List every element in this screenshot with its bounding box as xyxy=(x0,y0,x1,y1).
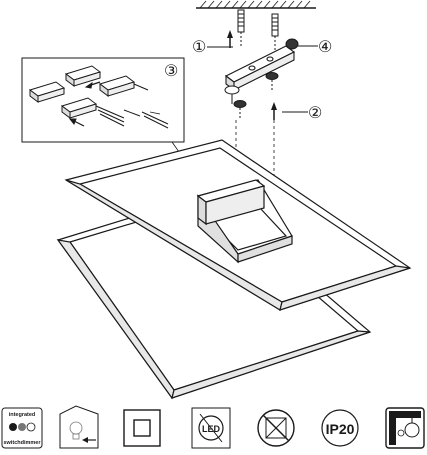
bracket-screw-right xyxy=(265,38,299,92)
mounting-surface-icon xyxy=(385,407,425,449)
terminal-block-upper xyxy=(64,65,149,97)
mounting-bracket xyxy=(224,45,296,92)
led-no-replace-icon: LED xyxy=(191,407,231,449)
integrated-label: integrated xyxy=(9,412,36,418)
callout-4-label: ④ xyxy=(318,39,332,56)
integrated-switch-dimmer-icon: integrated switchdimmer xyxy=(1,407,43,449)
bulb-arrow-icon xyxy=(59,405,99,449)
screw-dowel-left xyxy=(237,9,245,48)
ip20-rating-icon: IP20 xyxy=(321,409,359,447)
callout-4: ④ xyxy=(298,39,332,56)
ip-rating-label: IP20 xyxy=(326,421,355,437)
callout-2: ② xyxy=(271,102,322,122)
icon-row: integrated switchdimmer LED xyxy=(1,405,425,449)
ceiling-surface xyxy=(196,0,316,9)
callout-1: ① xyxy=(192,30,233,56)
do-not-cover-insulation-icon xyxy=(257,409,295,447)
ceiling-canopy xyxy=(196,179,266,226)
callout-1-label: ① xyxy=(192,39,206,56)
screw-dowel-right xyxy=(271,13,279,52)
callout-3-label: ③ xyxy=(164,63,178,80)
lower-square-frame xyxy=(56,193,372,400)
wiring-detail-inset: ③ xyxy=(21,57,185,143)
terminal-block-lower xyxy=(28,81,169,129)
double-insulation-class-ii-icon xyxy=(123,409,161,447)
callout-2-label: ② xyxy=(308,105,322,122)
bracket-screw-left xyxy=(224,85,247,118)
switchdimmer-label: switchdimmer xyxy=(4,440,42,446)
